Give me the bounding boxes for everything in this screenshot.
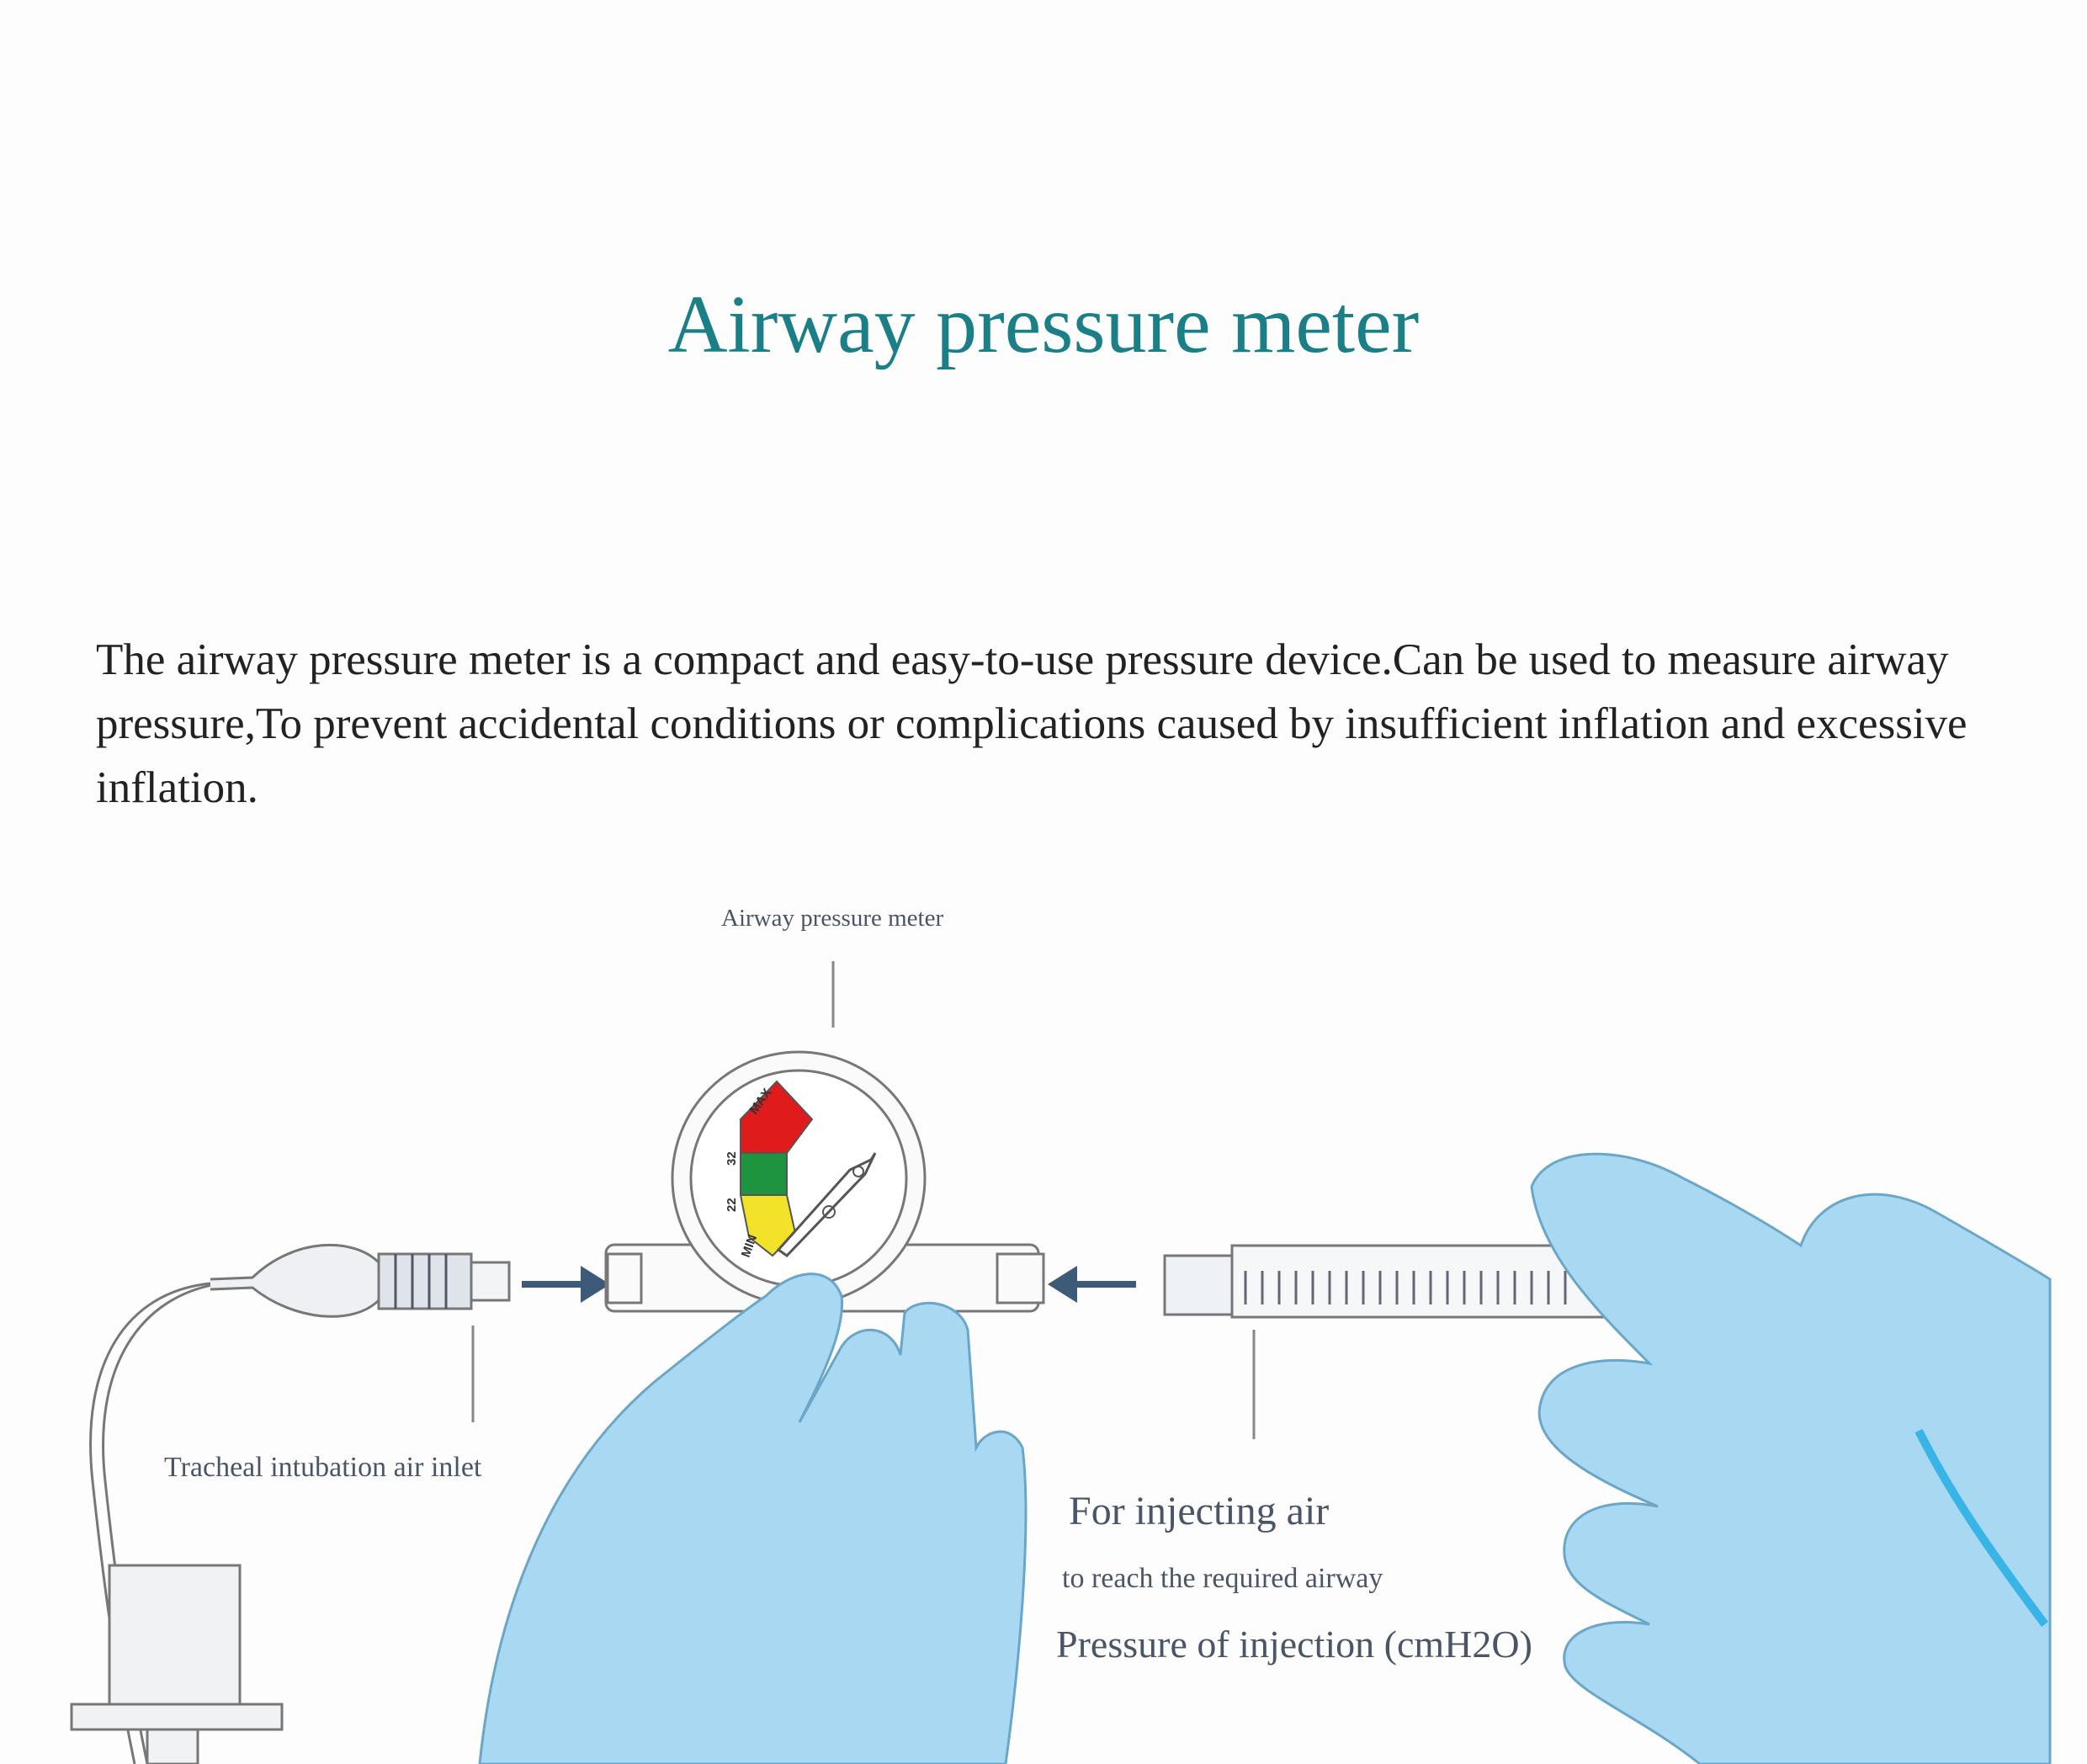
- arrow-right-icon: [522, 1266, 610, 1303]
- gauge-zone-normal: [740, 1152, 788, 1196]
- pilot-balloon: [89, 1243, 511, 1764]
- page-title: Airway pressure meter: [667, 279, 1420, 370]
- label-injection-pressure: Pressure of injection (cmH2O): [1056, 1623, 1532, 1666]
- gauge-zone-high: [740, 1080, 814, 1154]
- tracheal-connector: [70, 1564, 284, 1764]
- label-injecting-air: For injecting air: [1069, 1489, 1330, 1533]
- gauge-label-32: 32: [725, 1151, 739, 1166]
- left-glove-hand: [478, 1273, 1028, 1764]
- arrow-left-icon: [1048, 1266, 1136, 1303]
- label-reach-airway: to reach the required airway: [1062, 1563, 1383, 1594]
- gauge-label-22: 22: [725, 1198, 739, 1212]
- pressure-meter: [604, 1050, 1045, 1313]
- intro-paragraph: The airway pressure meter is a compact a…: [96, 635, 1968, 812]
- label-tracheal-inlet: Tracheal intubation air inlet: [164, 1452, 482, 1483]
- right-glove-hand: [1530, 1152, 2052, 1764]
- gauge-dial: MAX 32 22 MIN: [725, 1080, 877, 1259]
- gauge-needle: [776, 1152, 877, 1257]
- label-airway-pressure-meter: Airway pressure meter: [721, 905, 944, 932]
